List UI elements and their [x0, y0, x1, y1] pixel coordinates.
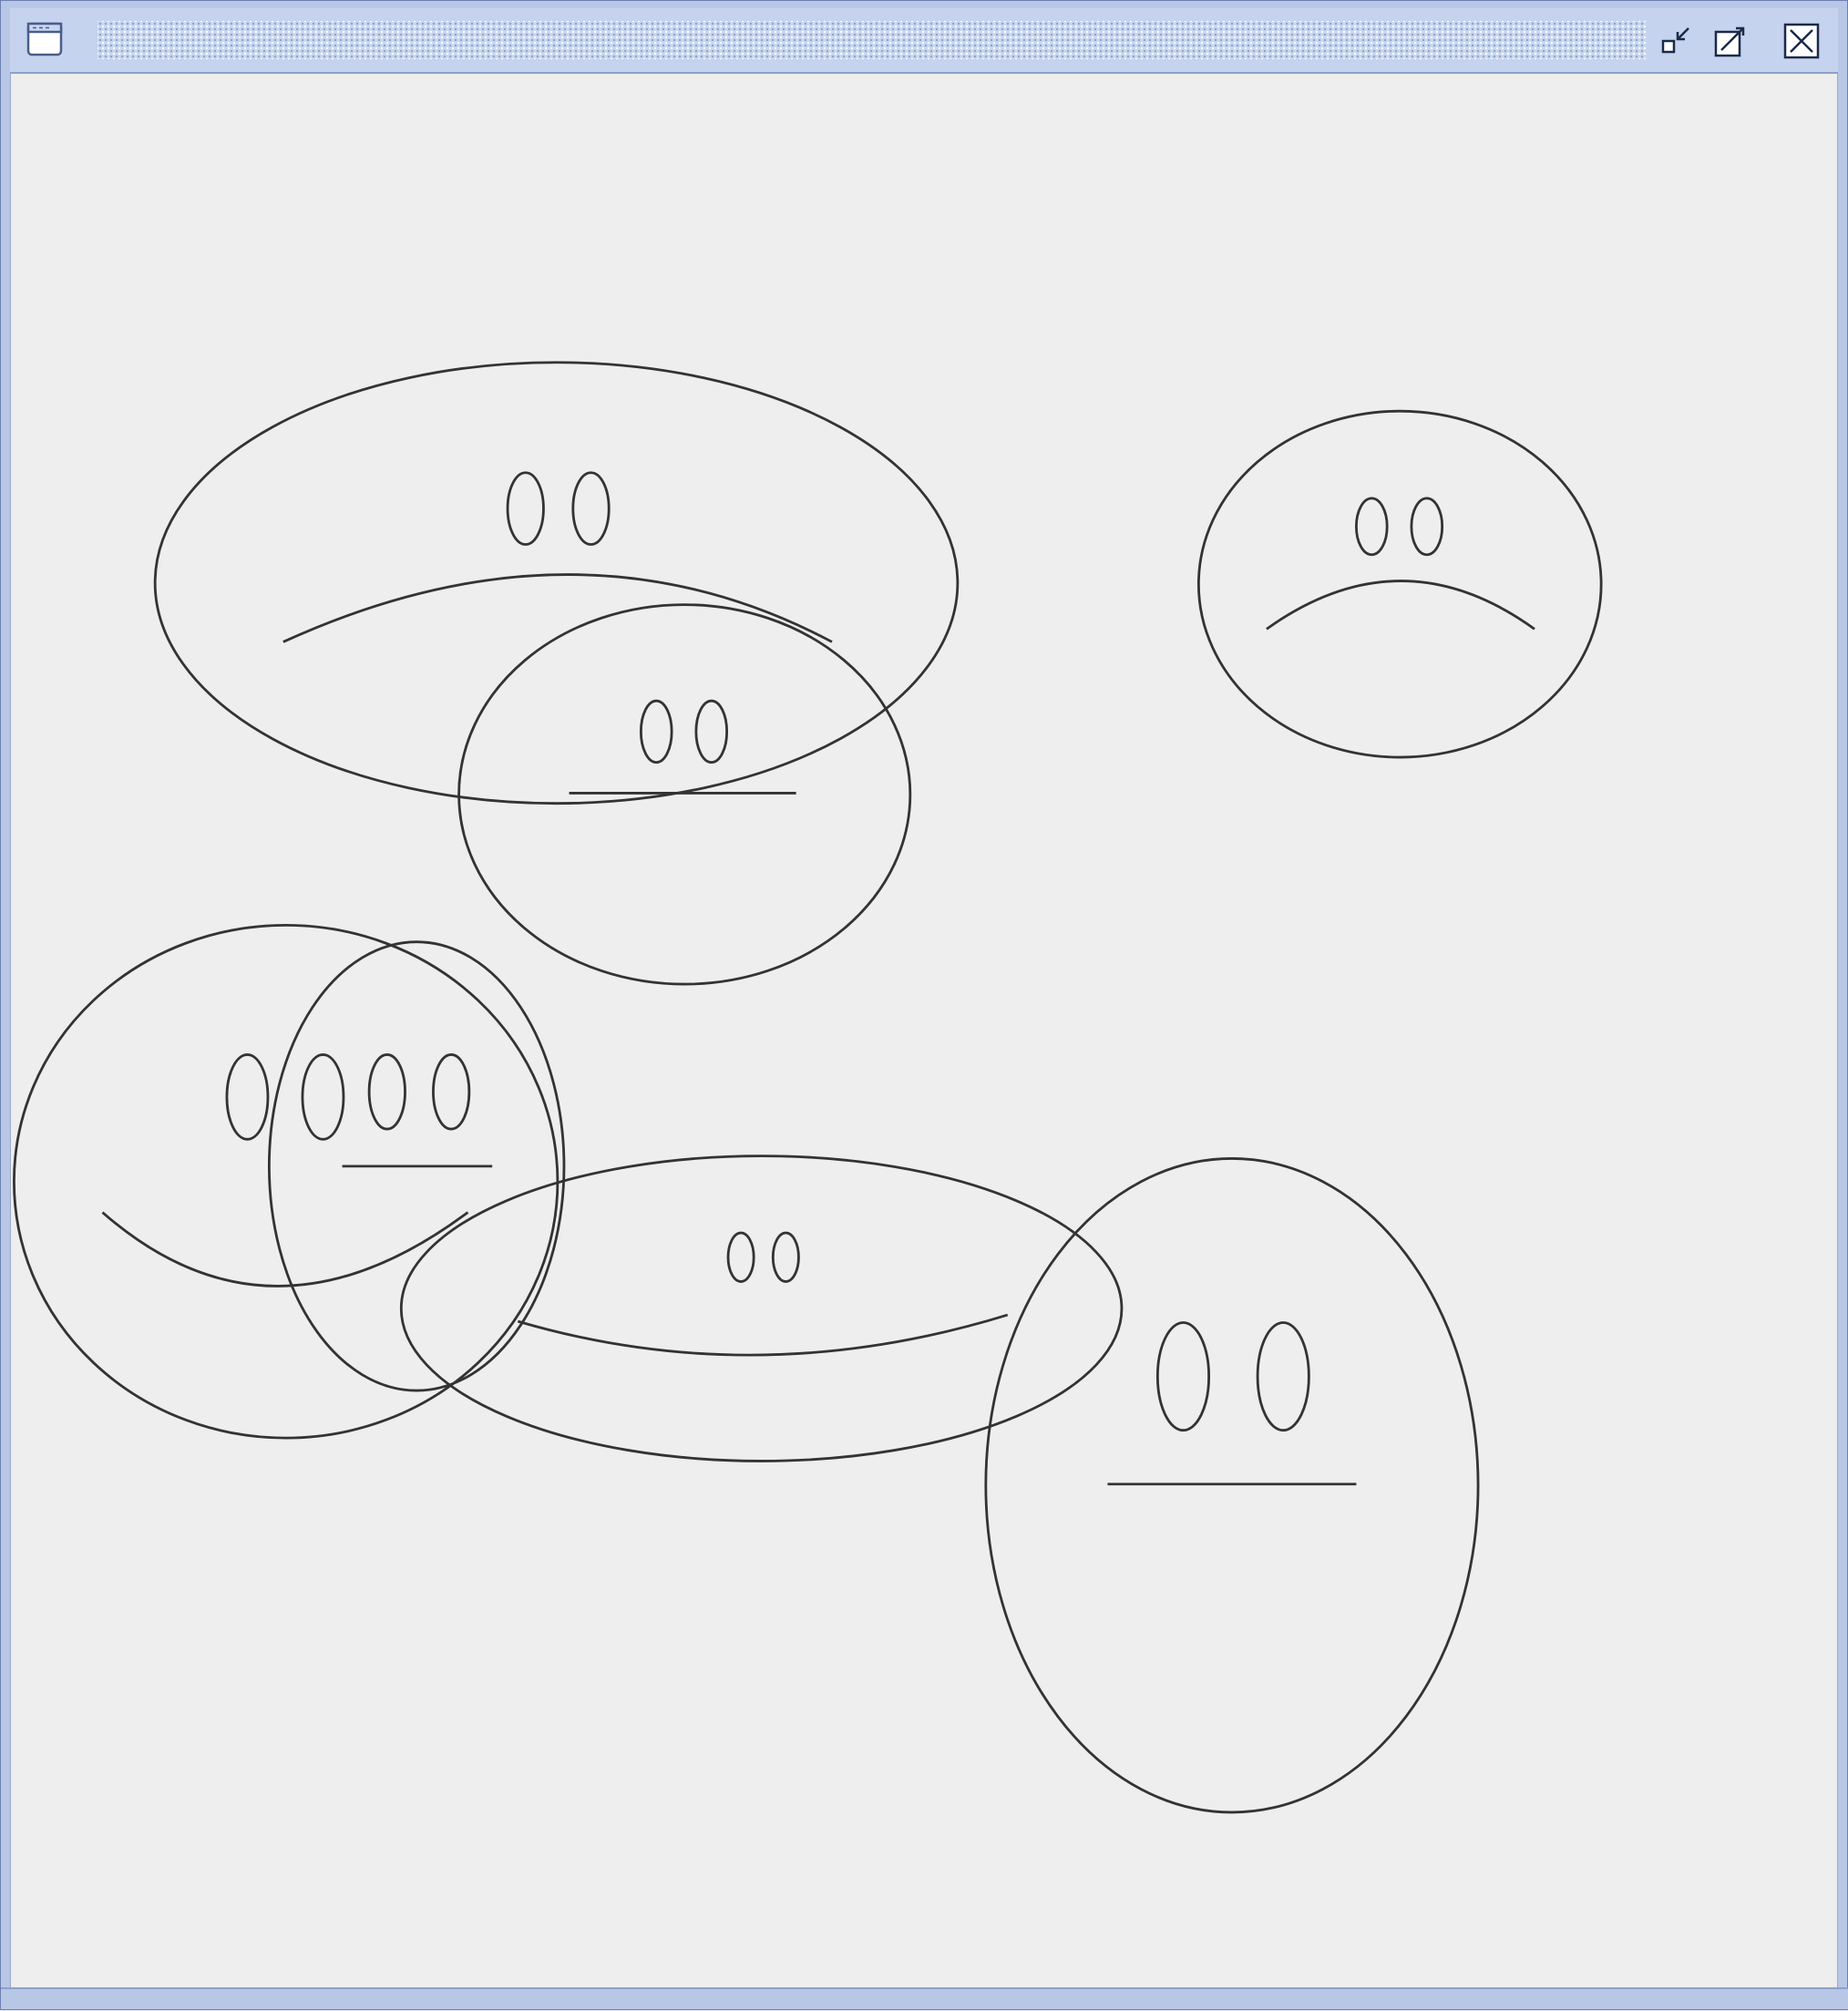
- iconify-icon[interactable]: [1658, 21, 1698, 61]
- face-4-right-eye: [301, 1053, 345, 1141]
- face-5-left-eye: [367, 1053, 406, 1131]
- face-4-left-eye: [225, 1053, 270, 1141]
- face-4-head: [12, 923, 560, 1440]
- maximize-icon[interactable]: [1710, 21, 1750, 61]
- face-7-left-eye: [1155, 1321, 1211, 1432]
- face-3-left-eye: [1355, 497, 1389, 557]
- face-7-right-eye: [1256, 1321, 1310, 1432]
- face-5-right-eye: [432, 1053, 471, 1131]
- face-4-mouth: [101, 1211, 469, 1288]
- face-5: [267, 940, 566, 1392]
- face-2-head: [457, 603, 912, 986]
- face-4: [12, 923, 560, 1440]
- face-7-head: [984, 1157, 1480, 1814]
- face-6-head: [399, 1154, 1124, 1462]
- close-icon[interactable]: [1781, 21, 1822, 61]
- face-1: [153, 361, 960, 805]
- face-2-left-eye: [639, 699, 673, 764]
- face-1-mouth: [282, 573, 833, 643]
- face-3: [1196, 409, 1603, 759]
- face-2: [457, 603, 912, 986]
- face-1-left-eye: [506, 471, 545, 546]
- face-6-left-eye: [726, 1231, 755, 1283]
- face-3-mouth: [1266, 580, 1535, 631]
- face-6-mouth: [517, 1313, 1009, 1357]
- window-menu-icon[interactable]: [26, 21, 63, 57]
- face-5-head: [267, 940, 566, 1392]
- face-6-right-eye: [771, 1231, 800, 1283]
- face-6: [399, 1154, 1124, 1462]
- face-3-right-eye: [1410, 497, 1444, 557]
- face-3-head: [1196, 409, 1603, 759]
- face-7: [984, 1157, 1480, 1814]
- drawing-canvas[interactable]: [10, 74, 1838, 1991]
- face-1-right-eye: [571, 471, 611, 546]
- window-bottom-border: [1, 1987, 1848, 2009]
- title-bar[interactable]: [10, 8, 1838, 74]
- face-1-head: [153, 361, 960, 805]
- face-2-right-eye: [694, 699, 729, 764]
- title-bar-grip[interactable]: [98, 21, 1647, 59]
